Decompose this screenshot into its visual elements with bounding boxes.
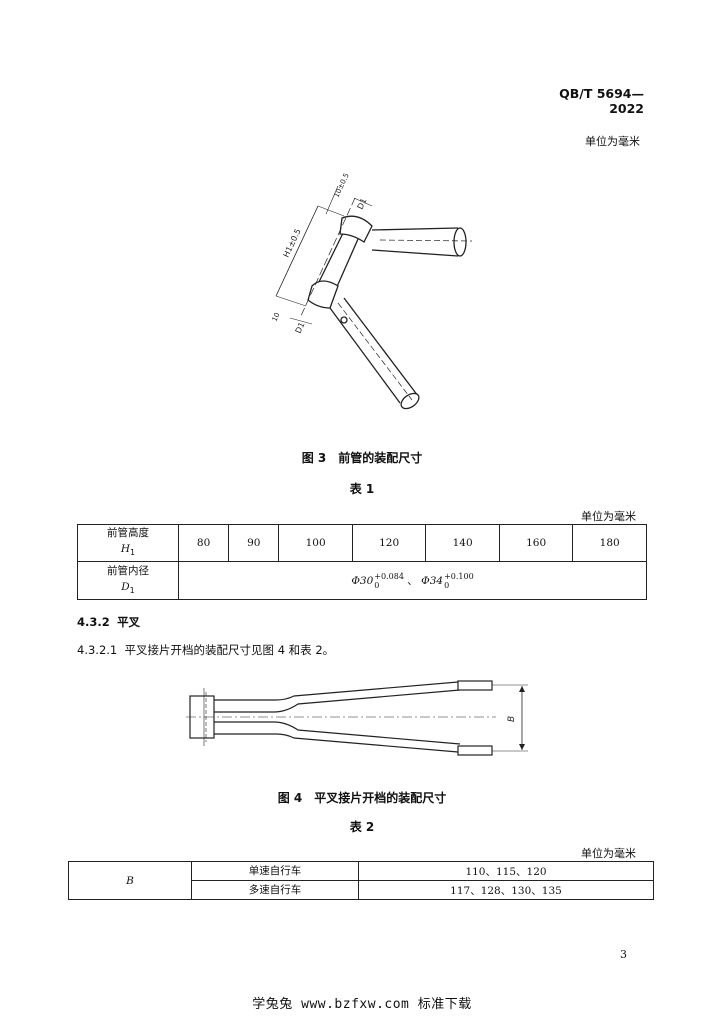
figure3-drawing: H1±0.5 10±0.5 D1 10 D1 <box>271 172 473 410</box>
table1: 前管高度 H1 80 90 100 120 140 160 180 前管内径 D… <box>77 523 647 601</box>
table1-row2-header: 前管内径 D1 <box>77 561 179 601</box>
figure4-caption: 图 4 平叉接片开档的装配尺寸 <box>277 791 447 805</box>
top-dimension-label: 10±0.5 <box>333 172 351 199</box>
bottom-dimension-label: 10 <box>271 311 282 322</box>
table1-cell: 100 <box>278 523 353 563</box>
table1-title: 表 1 <box>349 482 375 496</box>
table1-cell: 180 <box>572 523 647 563</box>
section-paragraph: 4.3.2.1 平叉接片开档的装配尺寸见图 4 和表 2。 <box>77 643 335 657</box>
table2-symbol: B <box>68 861 192 900</box>
table2-values: 117、128、130、135 <box>358 880 654 900</box>
h-dimension-label: H1±0.5 <box>282 227 303 258</box>
table2-title: 表 2 <box>349 820 375 834</box>
unit-note-figure3: 单位为毫米 <box>585 135 640 148</box>
standard-code: QB/T 5694—2022 <box>559 86 644 116</box>
table2-values: 110、115、120 <box>358 861 654 881</box>
d-top-label: D1 <box>356 197 369 211</box>
table2-type: 单速自行车 <box>191 861 359 881</box>
table1-cell: 120 <box>351 523 427 563</box>
section-heading: 4.3.2 平叉 <box>77 615 141 629</box>
d-bottom-label: D1 <box>294 321 307 335</box>
page-number: 3 <box>620 948 627 961</box>
table1-unit-note: 单位为毫米 <box>581 510 636 523</box>
table2-type: 多速自行车 <box>191 880 359 900</box>
table1-cell: 90 <box>228 523 280 563</box>
footer-watermark: 学兔兔 www.bzfxw.com 标准下载 <box>252 997 472 1012</box>
figure3-caption: 图 3 前管的装配尺寸 <box>301 451 423 465</box>
figure4-drawing: B <box>186 680 528 756</box>
table2-unit-note: 单位为毫米 <box>581 847 636 860</box>
table1-cell: 160 <box>498 523 574 563</box>
table1-row1-header: 前管高度 H1 <box>77 523 179 563</box>
table1-cell: 140 <box>425 523 500 563</box>
b-dimension-label: B <box>507 716 517 722</box>
table2: B 单速自行车 110、115、120 多速自行车 117、128、130、13… <box>68 861 654 900</box>
table1-cell: 80 <box>177 523 230 563</box>
